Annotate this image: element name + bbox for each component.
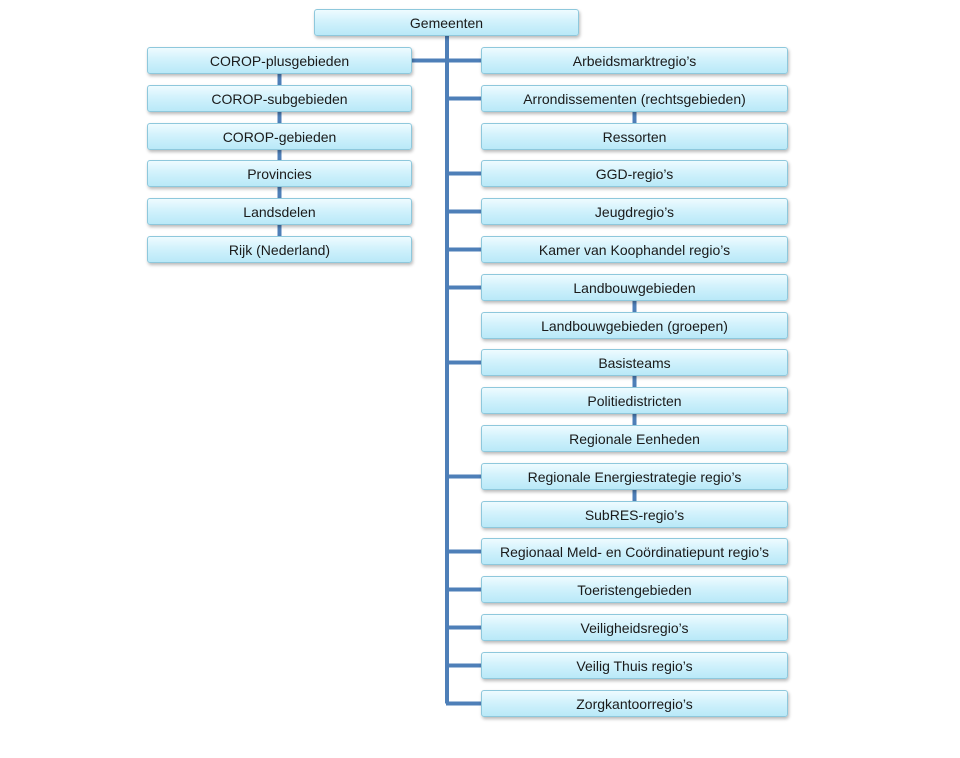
- node-label: Basisteams: [598, 354, 671, 371]
- node-veilig-thuis: Veilig Thuis regio’s: [481, 652, 788, 679]
- node-label: Kamer van Koophandel regio’s: [538, 241, 731, 258]
- node-subres: SubRES-regio’s: [481, 501, 788, 528]
- node-kvk: Kamer van Koophandel regio’s: [481, 236, 788, 263]
- node-res: Regionale Energiestrategie regio’s: [481, 463, 788, 490]
- node-veiligheid: Veiligheidsregio’s: [481, 614, 788, 641]
- node-root: Gemeenten: [314, 9, 579, 36]
- node-label: SubRES-regio’s: [584, 506, 685, 523]
- node-label: COROP-gebieden: [222, 128, 337, 145]
- node-label: GGD-regio’s: [595, 165, 674, 182]
- node-ggd: GGD-regio’s: [481, 160, 788, 187]
- node-label: Landsdelen: [243, 203, 316, 220]
- node-rijk: Rijk (Nederland): [147, 236, 412, 263]
- node-label: COROP-subgebieden: [211, 90, 348, 107]
- node-label: Arbeidsmarktregio’s: [572, 52, 697, 69]
- node-provincies: Provincies: [147, 160, 412, 187]
- node-arrondissementen: Arrondissementen (rechtsgebieden): [481, 85, 788, 112]
- node-label: Regionale Energiestrategie regio’s: [527, 468, 742, 485]
- node-label: Landbouwgebieden: [573, 279, 696, 296]
- node-landbouw: Landbouwgebieden: [481, 274, 788, 301]
- node-label: Veiligheidsregio’s: [580, 619, 689, 636]
- node-ressorten: Ressorten: [481, 123, 788, 150]
- node-rmc: Regionaal Meld- en Coördinatiepunt regio…: [481, 538, 788, 565]
- node-landsdelen: Landsdelen: [147, 198, 412, 225]
- node-arbeidsmarkt: Arbeidsmarktregio’s: [481, 47, 788, 74]
- node-label: Veilig Thuis regio’s: [576, 657, 693, 674]
- node-label: Landbouwgebieden (groepen): [541, 317, 728, 334]
- node-jeugd: Jeugdregio’s: [481, 198, 788, 225]
- node-regionale-eenheden: Regionale Eenheden: [481, 425, 788, 452]
- node-label: COROP-plusgebieden: [209, 52, 350, 69]
- node-politiedistricten: Politiedistricten: [481, 387, 788, 414]
- node-label: Rijk (Nederland): [228, 241, 331, 258]
- node-label: Ressorten: [602, 128, 667, 145]
- node-label: Regionale Eenheden: [569, 430, 700, 447]
- node-corop-sub: COROP-subgebieden: [147, 85, 412, 112]
- node-label: Gemeenten: [409, 14, 484, 31]
- node-landbouw-groepen: Landbouwgebieden (groepen): [481, 312, 788, 339]
- node-label: Toeristengebieden: [577, 581, 692, 598]
- node-label: Regionaal Meld- en Coördinatiepunt regio…: [499, 543, 770, 560]
- node-label: Provincies: [247, 165, 312, 182]
- node-toerisme: Toeristengebieden: [481, 576, 788, 603]
- node-label: Jeugdregio’s: [594, 203, 675, 220]
- node-label: Zorgkantoorregio’s: [576, 695, 693, 712]
- node-label: Arrondissementen (rechtsgebieden): [523, 90, 746, 107]
- node-corop: COROP-gebieden: [147, 123, 412, 150]
- node-basisteams: Basisteams: [481, 349, 788, 376]
- node-zorgkantoor: Zorgkantoorregio’s: [481, 690, 788, 717]
- node-label: Politiedistricten: [587, 392, 682, 409]
- node-corop-plus: COROP-plusgebieden: [147, 47, 412, 74]
